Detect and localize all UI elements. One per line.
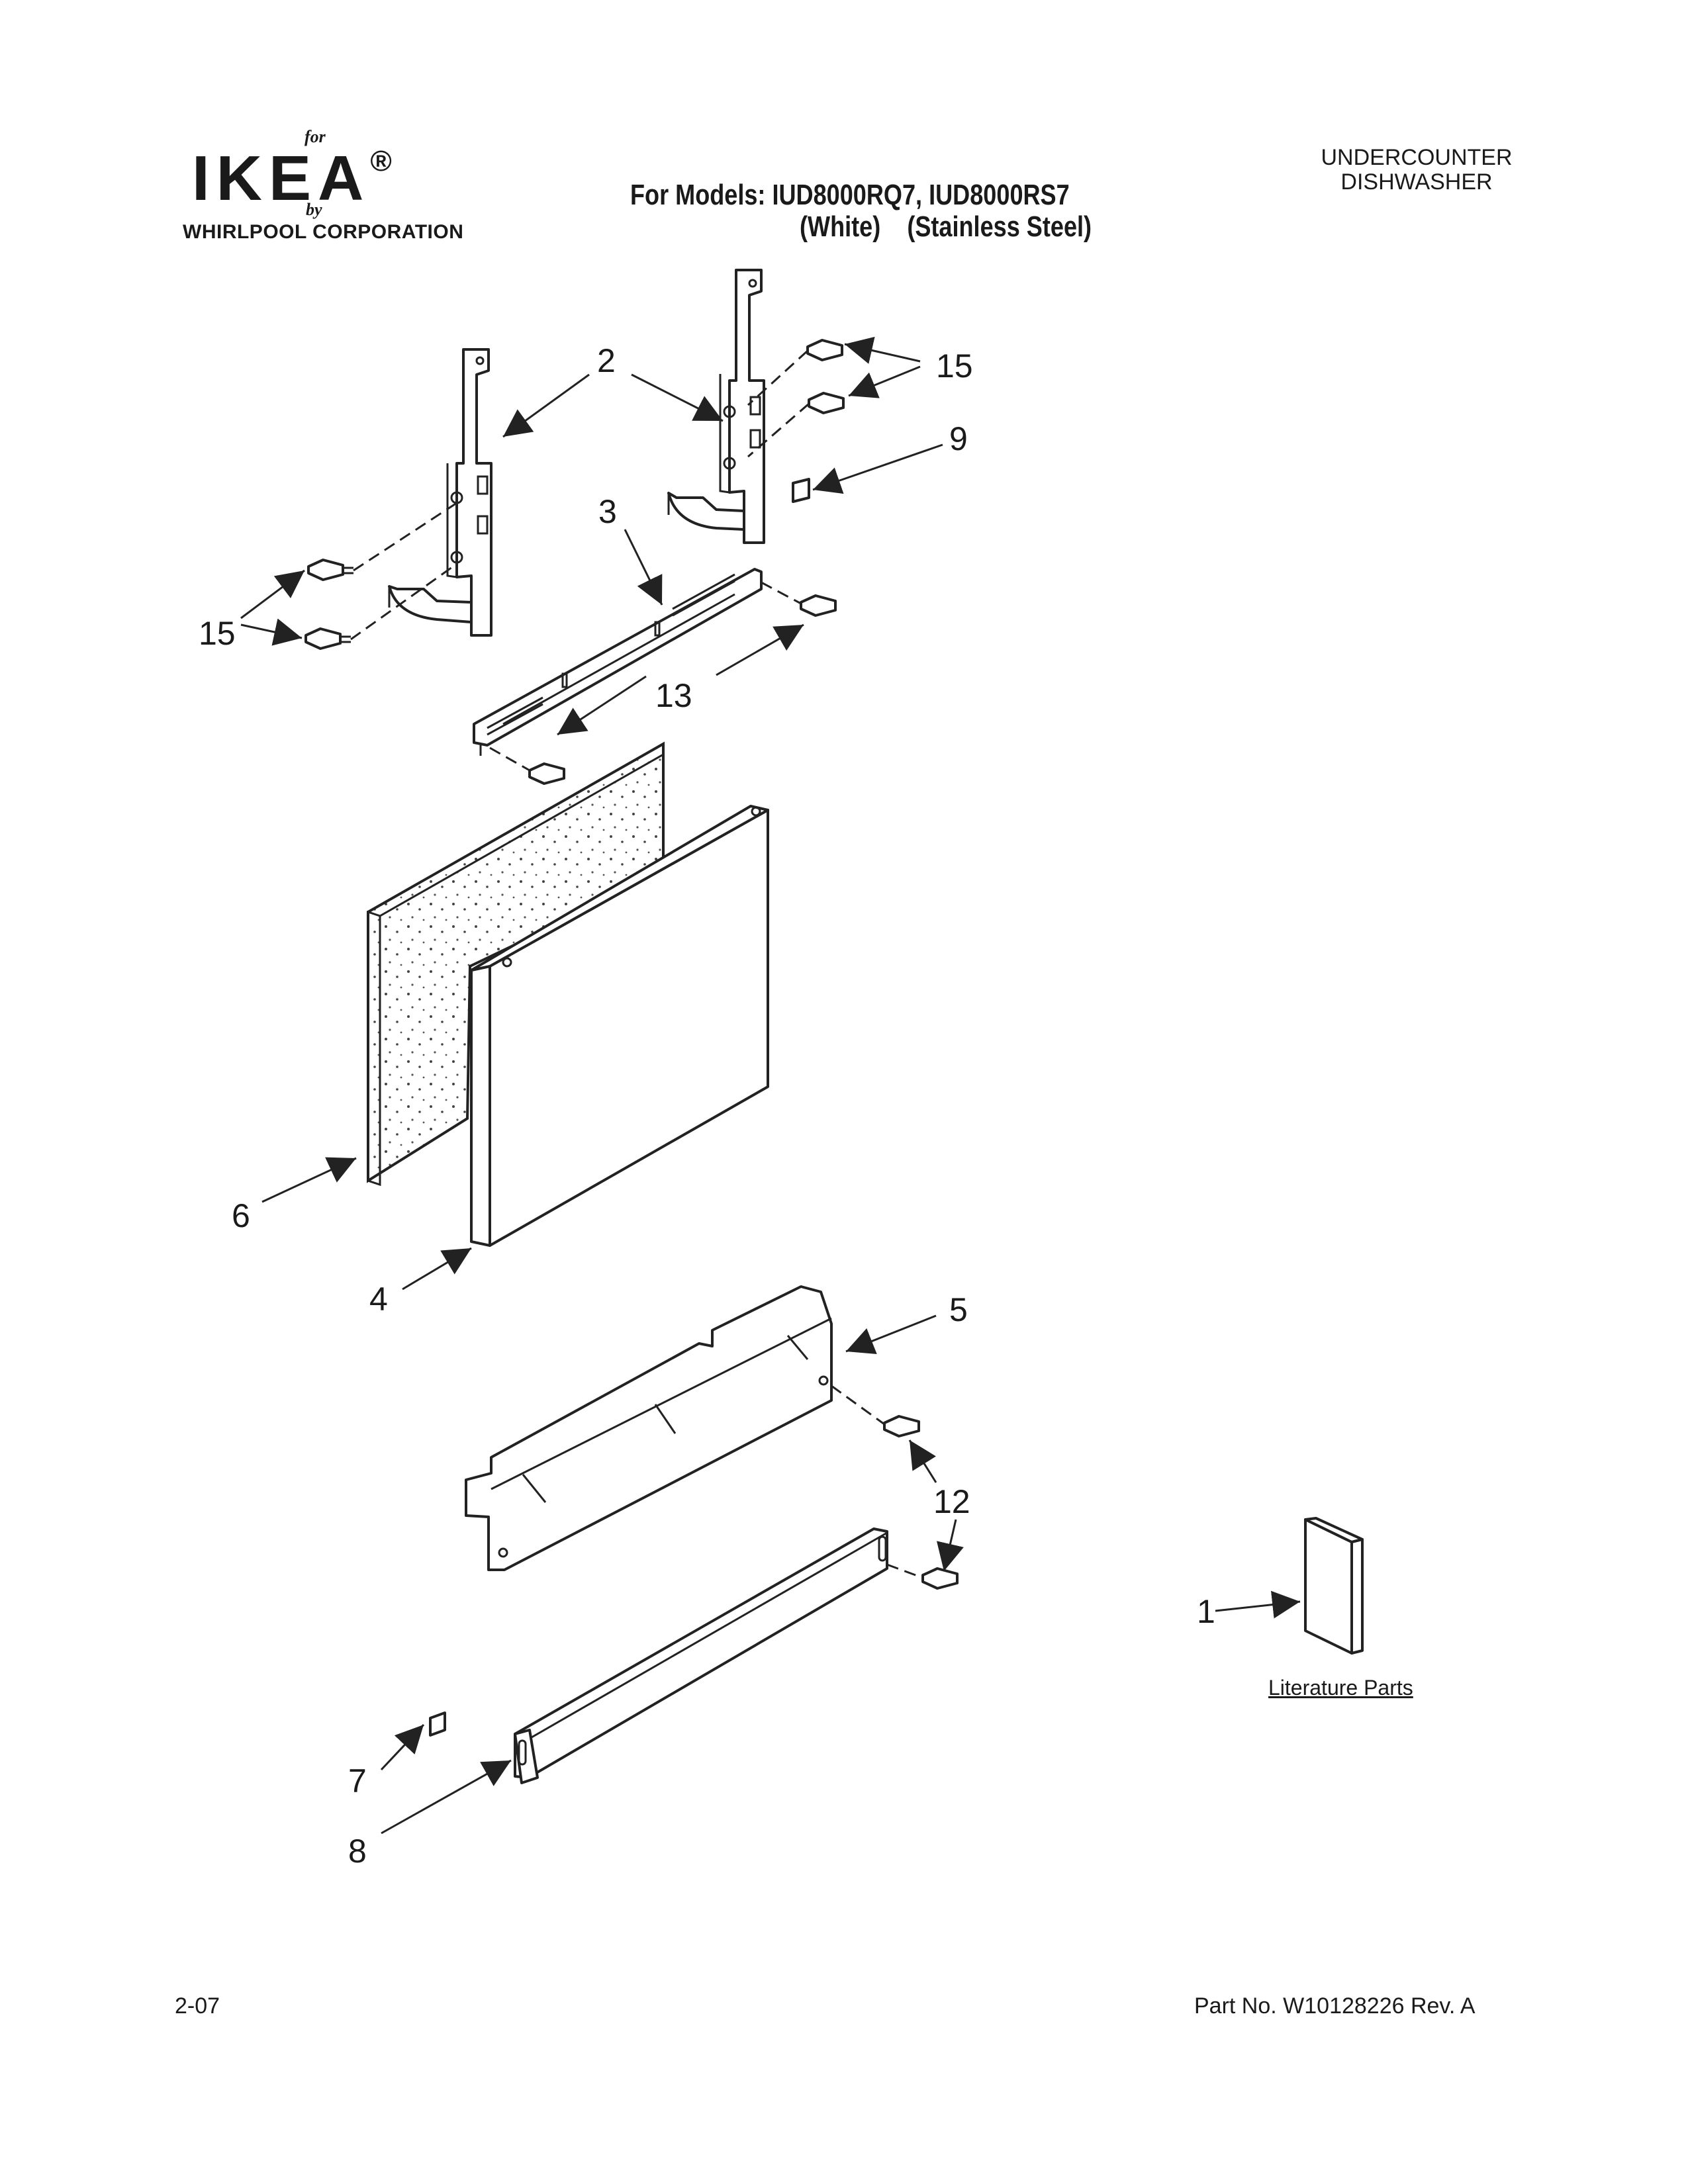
hinge-bracket-right	[667, 269, 765, 544]
toe-panel-8	[514, 1527, 888, 1784]
callout-1: 1	[1197, 1593, 1215, 1630]
product-type: UNDERCOUNTER DISHWASHER	[1291, 145, 1542, 195]
callout-15-left: 15	[199, 615, 236, 652]
callout-15-right: 15	[936, 347, 973, 385]
leader-arrows	[240, 336, 1301, 1835]
callout-8: 8	[348, 1833, 367, 1870]
callout-5: 5	[949, 1291, 968, 1328]
toe-panel-bracket-5	[465, 1285, 833, 1571]
screw-15-left-upper	[307, 559, 353, 581]
hinge-bracket-left	[388, 348, 492, 637]
screw-15-left-lower	[305, 627, 351, 650]
callout-4: 4	[369, 1281, 388, 1318]
screw-12-lower	[921, 1567, 959, 1590]
literature-parts-label: Literature Parts	[1268, 1676, 1413, 1700]
registered-mark: ®	[370, 145, 392, 177]
models-subtitle: (White) (Stainless Steel)	[800, 210, 1092, 243]
callout-3: 3	[598, 493, 617, 530]
revision-date: 2-07	[175, 1993, 220, 2019]
clip-9	[792, 478, 810, 503]
brand-corporation: WHIRLPOOL CORPORATION	[183, 221, 464, 243]
door-panel-4	[470, 805, 769, 1247]
door-stiffener-3	[473, 568, 763, 756]
callout-2: 2	[597, 342, 616, 379]
brand-name-text: IKEA	[192, 143, 371, 214]
screw-13-lower	[528, 762, 565, 785]
callout-6: 6	[232, 1197, 250, 1234]
ikea-logo: IKEA®	[192, 147, 392, 210]
models-title: For Models: IUD8000RQ7, IUD8000RS7	[630, 179, 1070, 211]
callout-13: 13	[655, 677, 692, 714]
clip-7	[429, 1711, 446, 1737]
brand-by-text: by	[306, 200, 322, 219]
screw-15-right-upper	[806, 339, 843, 361]
product-line-2: DISHWASHER	[1340, 169, 1493, 195]
brand-for-text: for	[305, 127, 326, 146]
part-number: Part No. W10128226 Rev. A	[1194, 1993, 1476, 2019]
callout-7: 7	[348, 1762, 367, 1799]
door-insulation-6	[367, 741, 665, 1187]
callout-9: 9	[949, 420, 968, 457]
callout-12: 12	[933, 1483, 970, 1520]
screw-13-upper	[800, 594, 837, 617]
literature-book-1	[1304, 1517, 1364, 1655]
screw-12-upper	[883, 1415, 920, 1437]
screw-15-right-lower	[808, 392, 845, 414]
product-line-1: UNDERCOUNTER	[1321, 145, 1513, 170]
